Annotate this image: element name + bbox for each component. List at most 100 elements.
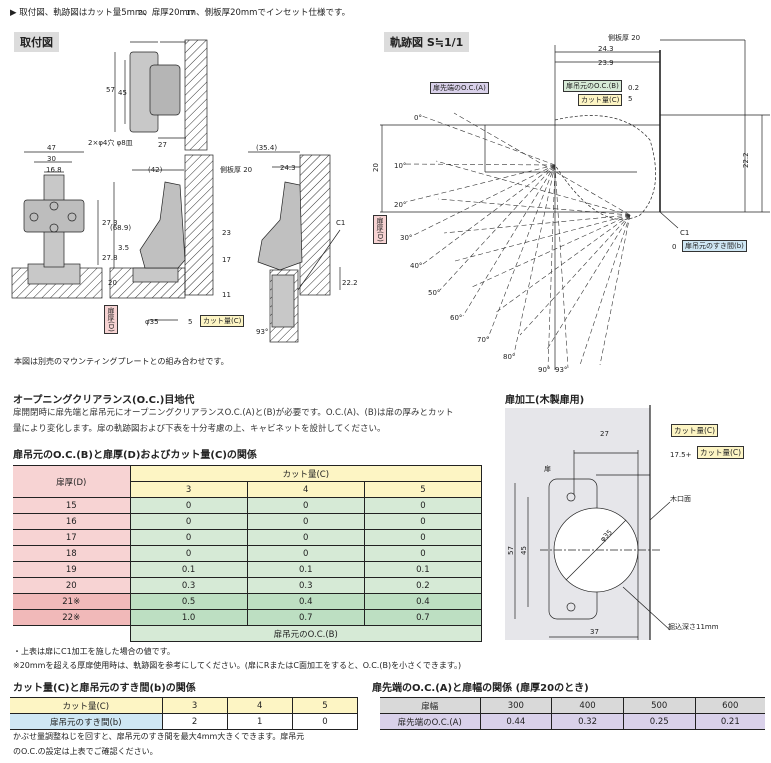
ocb-cell: 0.4 bbox=[246, 593, 365, 610]
ocb-cell: 0 bbox=[129, 529, 248, 546]
angle-label: 10° bbox=[394, 162, 406, 170]
oc-title: オープニングクリアランス(O.C.)目地代 bbox=[13, 395, 195, 406]
angle-label: 50° bbox=[428, 289, 440, 297]
ocb-cell: 1.0 bbox=[129, 609, 248, 626]
col-group-header: カット量(C) bbox=[129, 465, 482, 482]
ocb-cell: 0.7 bbox=[246, 609, 365, 626]
intro-note: ▶ 取付図、軌跡図はカット量5mm、扉厚20mm、側板厚20mmでインセット仕様… bbox=[10, 8, 351, 18]
note-1: ・上表は扉にC1加工を施した場合の値です。 bbox=[13, 647, 175, 656]
t3-cell: 0.44 bbox=[479, 713, 553, 730]
oc-paragraph-1: 扉開閉時に扉先端と扉吊元にオープニングクリアランスO.C.(A)と(B)が必要で… bbox=[13, 408, 454, 418]
oc-paragraph-2: 量により変化します。扉の軌跡図および下表を十分考慮の上、キャビネットを設計してく… bbox=[13, 424, 386, 434]
ocb-cell: 0.2 bbox=[363, 577, 483, 594]
ocb-cell: 0 bbox=[129, 497, 248, 514]
ocb-cell: 0 bbox=[129, 513, 248, 530]
dim-68-9: (68.9) bbox=[110, 224, 131, 232]
door-thickness-cell: 20 bbox=[13, 577, 131, 594]
trajectory-line bbox=[579, 214, 631, 366]
track-dim-24-3: 24.3 bbox=[598, 45, 614, 53]
dp-depth-label: 掘込深さ11mm bbox=[668, 622, 719, 631]
ocb-cell: 0 bbox=[246, 497, 365, 514]
ocb-cell: 0 bbox=[363, 513, 483, 530]
t3-cell: 0.32 bbox=[551, 713, 624, 730]
trajectory-line bbox=[405, 164, 556, 203]
table-footer: 扉吊元のO.C.(B) bbox=[129, 625, 482, 642]
ocb-cell: 0 bbox=[246, 513, 365, 530]
dim-27-3: 27.3 bbox=[102, 219, 118, 227]
dim-17: 17 bbox=[186, 9, 195, 17]
t3-col: 300 bbox=[479, 697, 553, 714]
side-thickness: 側板厚 20 bbox=[220, 165, 252, 174]
col-header: 4 bbox=[246, 481, 365, 498]
trajectory-line bbox=[545, 214, 631, 352]
trajectory-line bbox=[435, 160, 631, 216]
t2-cell: 1 bbox=[226, 713, 293, 730]
ocb-label: 扉吊元のO.C.(B) bbox=[563, 80, 622, 92]
dim-57: 57 bbox=[106, 86, 115, 94]
angle-label: 90° bbox=[538, 366, 550, 374]
trajectory-line bbox=[411, 164, 556, 237]
ocb-cell: 0.1 bbox=[246, 561, 365, 578]
track-title: 軌跡図 S≒1/1 bbox=[384, 32, 470, 52]
col-header: 5 bbox=[363, 481, 483, 498]
ocb-cell: 0.3 bbox=[129, 577, 248, 594]
angle-label: 70° bbox=[477, 336, 489, 344]
trajectory-line bbox=[487, 164, 556, 339]
ocb-cell: 0.7 bbox=[363, 609, 483, 626]
trajectory-line bbox=[422, 164, 556, 265]
ocb-cell: 0 bbox=[129, 545, 248, 562]
trajectory-line bbox=[454, 214, 631, 262]
row-header: 扉厚(D) bbox=[13, 465, 131, 498]
dp-dim-45: 45 bbox=[520, 546, 528, 555]
dim-phi35: φ35 bbox=[145, 318, 159, 326]
track-dim-23-9: 23.9 bbox=[598, 59, 614, 67]
angle-label: 60° bbox=[450, 314, 462, 322]
t2-col: 5 bbox=[291, 697, 359, 714]
trajectory-line bbox=[547, 164, 556, 369]
angle-label: 40° bbox=[410, 262, 422, 270]
dp-edge-label: 木口面 bbox=[670, 494, 691, 503]
trajectory-line bbox=[519, 214, 631, 336]
dim-3-5: 3.5 bbox=[118, 244, 129, 252]
ocb-cell: 0 bbox=[363, 497, 483, 514]
track-dim-20: 20 bbox=[372, 163, 380, 172]
dim-20b: 20 bbox=[108, 279, 117, 287]
cut-value: 5 bbox=[628, 95, 632, 103]
angle-label: 0° bbox=[414, 114, 422, 122]
dim-42: (42) bbox=[148, 166, 163, 174]
angle-93: 93° bbox=[256, 328, 268, 336]
dp-dim-57: 57 bbox=[507, 546, 515, 555]
dp-cut-label-2: カット量(C) bbox=[697, 446, 745, 459]
cut-label: カット量(C) bbox=[200, 315, 245, 327]
door-thickness-cell: 18 bbox=[13, 545, 131, 562]
t3-cell: 0.25 bbox=[622, 713, 696, 730]
t2-col: 3 bbox=[161, 697, 228, 714]
dp-dim-27: 27 bbox=[600, 430, 609, 438]
dp-cut-label: カット量(C) bbox=[671, 424, 719, 437]
track-c1: C1 bbox=[680, 229, 689, 237]
trajectory-line bbox=[599, 214, 631, 366]
trajectory-line bbox=[462, 164, 556, 317]
t3-col: 400 bbox=[551, 697, 624, 714]
t3-cell: 0.21 bbox=[694, 713, 765, 730]
t3-col: 500 bbox=[622, 697, 696, 714]
ocb-cell: 0.1 bbox=[363, 561, 483, 578]
ocb-cell: 0 bbox=[363, 545, 483, 562]
t2-header: カット量(C) bbox=[10, 697, 163, 714]
ocb-cell: 0.4 bbox=[363, 593, 483, 610]
trajectory-line bbox=[437, 198, 631, 216]
trajectory-drawing: 側板厚 20 24.3 23.9 0.2 5 22.2 20 C1 0 0° 1… bbox=[372, 33, 770, 374]
door-thickness-cell: 19 bbox=[13, 561, 131, 578]
door-processing-drawing: 27 17.5+ 扉 木口面 57 45 φ35 掘込深さ11mm 37 bbox=[505, 405, 719, 640]
oca-label: 扉先端のO.C.(A) bbox=[430, 82, 489, 94]
trajectory-line bbox=[494, 214, 631, 314]
t3-row-label: 扉先端のO.C.(A) bbox=[380, 713, 481, 730]
